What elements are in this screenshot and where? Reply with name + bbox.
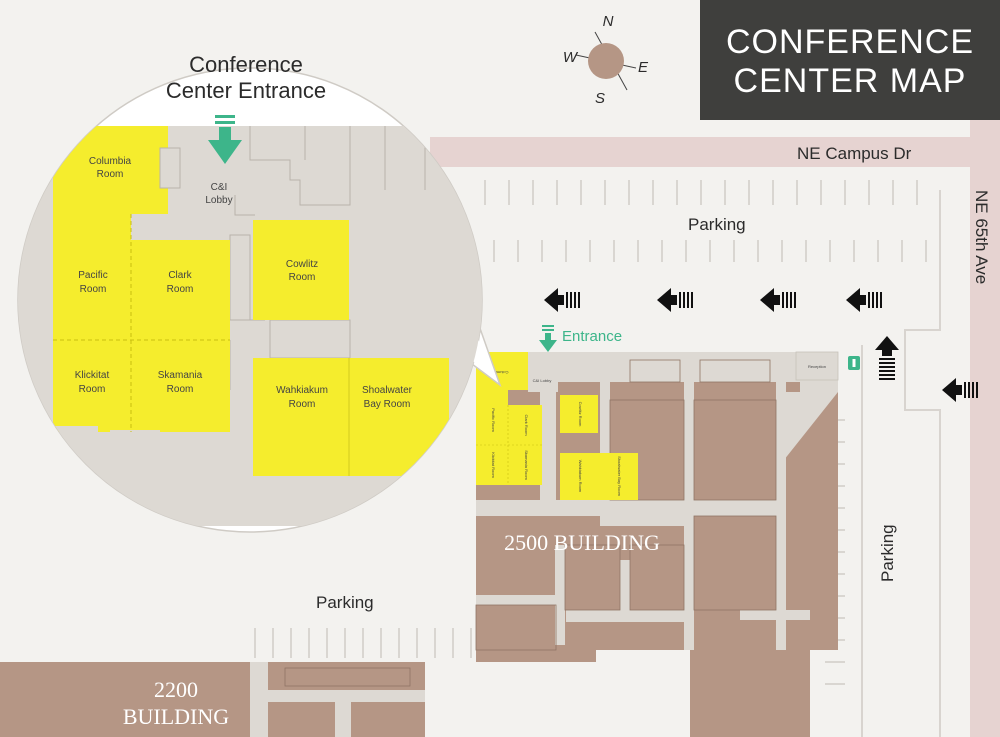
ne-campus-dr-label: NE Campus Dr (797, 144, 912, 163)
callout-lobby-line1: C&I (211, 182, 228, 193)
room-clark[interactable] (131, 240, 230, 340)
room-clark-label-2: Room (167, 284, 194, 295)
ne-65th-ave-label: NE 65th Ave (972, 190, 991, 284)
traffic-arrows (544, 288, 978, 402)
room-pacific-label: Pacific (78, 270, 107, 281)
arrow-up-icon (875, 336, 899, 380)
room-pacific-label-2: Room (80, 284, 107, 295)
mini-klickitat-label: Klickitat Room (491, 452, 496, 478)
ne-campus-dr-road (430, 137, 1000, 167)
room-wahkiakum-label: Wahkiakum (276, 385, 328, 396)
mini-lobby-label: C&I Lobby (533, 378, 552, 383)
entrance-callout: Conference Center Entrance C&I Lobby Col… (17, 52, 502, 533)
room-skamania-label-2: Room (167, 384, 194, 395)
room-skamania-label: Skamania (158, 370, 203, 381)
title-line1: CONFERENCE (726, 23, 974, 61)
compass-s-label: S (595, 90, 605, 107)
building-2200: 2200 BUILDING (0, 662, 425, 737)
arrow-left-icon (942, 378, 978, 402)
reception-label: Reception (808, 364, 826, 369)
map-title: CONFERENCE CENTER MAP (700, 0, 1000, 120)
compass-n-label: N (603, 13, 614, 30)
mini-wahkiakum-label: Wahkiakum Room (578, 460, 583, 493)
building-2200-label-line1: 2200 (154, 677, 198, 702)
mini-cowlitz-label: Cowlitz Room (578, 402, 583, 427)
room-shoalwater-label: Shoalwater (362, 385, 413, 396)
mini-clark-label: Clark Room (524, 414, 529, 436)
room-columbia-label: Columbia (89, 156, 132, 167)
room-skamania[interactable] (131, 340, 230, 432)
mini-conference-rooms: Columbia C&I Lobby Pacific Room Clark Ro… (476, 352, 638, 500)
compass-e-label: E (638, 59, 649, 76)
parking-stripes (254, 180, 927, 685)
callout-title-line1: Conference (189, 52, 303, 77)
parking-top-label: Parking (688, 215, 746, 234)
building-2500-label: 2500 BUILDING (504, 530, 660, 555)
room-klickitat-label-2: Room (79, 384, 106, 395)
entrance-marker[interactable]: Entrance (539, 325, 622, 352)
building-2200-label-line2: BUILDING (123, 704, 229, 729)
compass-w-label: W (563, 49, 579, 66)
room-shoalwater-label-2: Bay Room (364, 399, 411, 410)
room-pacific[interactable] (53, 214, 131, 340)
room-columbia-label-2: Room (97, 169, 124, 180)
room-cowlitz-label-2: Room (289, 272, 316, 283)
curb-line (904, 190, 941, 737)
callout-lobby-line2: Lobby (205, 195, 232, 206)
room-klickitat[interactable] (53, 340, 131, 432)
arrow-left-icon (760, 288, 796, 312)
room-cowlitz[interactable] (253, 220, 349, 320)
room-klickitat-label: Klickitat (75, 370, 110, 381)
callout-title-line2: Center Entrance (166, 78, 326, 103)
ne-65th-ave-road (970, 120, 1000, 737)
room-clark-label: Clark (168, 270, 192, 281)
room-cowlitz-label: Cowlitz (286, 259, 318, 270)
entrance-label: Entrance (562, 328, 622, 345)
title-line2: CENTER MAP (734, 62, 967, 100)
room-wahkiakum-label-2: Room (289, 399, 316, 410)
mini-columbia-label: Columbia (491, 370, 509, 375)
mini-shoalwater-label: Shoalwater Bay Room (617, 456, 622, 496)
parking-right-label: Parking (878, 524, 897, 582)
arrow-left-icon (544, 288, 580, 312)
compass-icon: N E S W (563, 13, 649, 107)
parking-bottom-label: Parking (316, 593, 374, 612)
arrow-left-icon (846, 288, 882, 312)
arrow-left-icon (657, 288, 693, 312)
callout-entrance-arrow-icon (208, 115, 242, 164)
mini-skamania-label: Skamania Room (524, 450, 529, 480)
mini-pacific-label: Pacific Room (491, 408, 496, 432)
roads (430, 120, 1000, 737)
room-wahkiakum[interactable] (253, 358, 349, 476)
entrance-arrow-icon (539, 325, 557, 352)
